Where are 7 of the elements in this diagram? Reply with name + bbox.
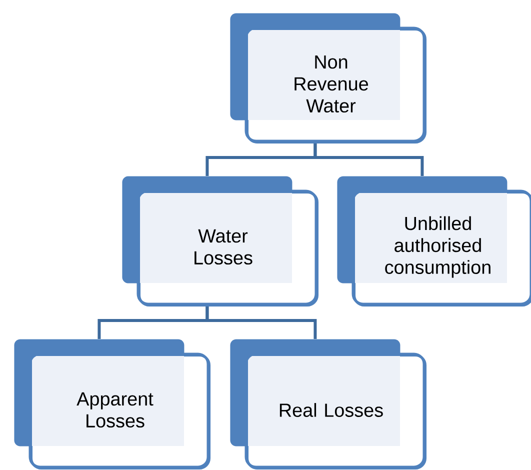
connector-line (206, 306, 317, 339)
org-box: Real Losses (230, 339, 426, 470)
org-box: Water Losses (122, 176, 318, 306)
connector-line (314, 144, 424, 176)
org-box: Unbilled authorised consumption (337, 176, 531, 306)
org-box: Apparent Losses (14, 339, 210, 470)
org-box: Non Revenue Water (230, 13, 426, 144)
